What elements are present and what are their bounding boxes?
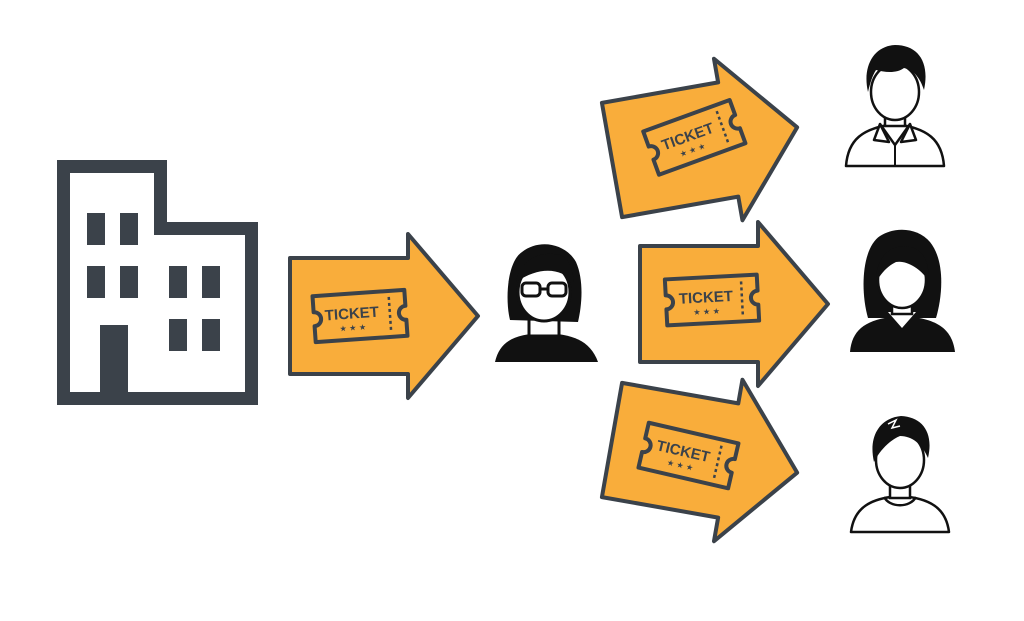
ticket-icon: TICKET ★ ★ ★ bbox=[310, 287, 410, 345]
person-with-glasses-icon bbox=[495, 244, 598, 362]
person-man-collared-shirt-icon bbox=[844, 45, 946, 168]
person-short-hair-icon bbox=[849, 416, 951, 534]
ticket-icon: TICKET ★ ★ ★ bbox=[665, 275, 759, 326]
ticket-arrow-to-recipient-3: TICKET ★ ★ ★ bbox=[595, 357, 814, 556]
ticket-label: TICKET bbox=[678, 288, 733, 308]
office-building-icon bbox=[57, 160, 258, 405]
person-woman-long-hair-icon bbox=[850, 229, 955, 352]
ticket-label: TICKET bbox=[324, 304, 379, 325]
ticket-stars: ★ ★ ★ bbox=[693, 307, 720, 317]
ticket-arrow-to-middleman: TICKET ★ ★ ★ bbox=[288, 232, 480, 400]
ticket-arrow-to-recipient-2: TICKET ★ ★ ★ bbox=[638, 220, 830, 388]
ticket-arrow-to-recipient-1: TICKET ★ ★ ★ bbox=[595, 44, 814, 243]
ticket-stars: ★ ★ ★ bbox=[339, 323, 366, 334]
